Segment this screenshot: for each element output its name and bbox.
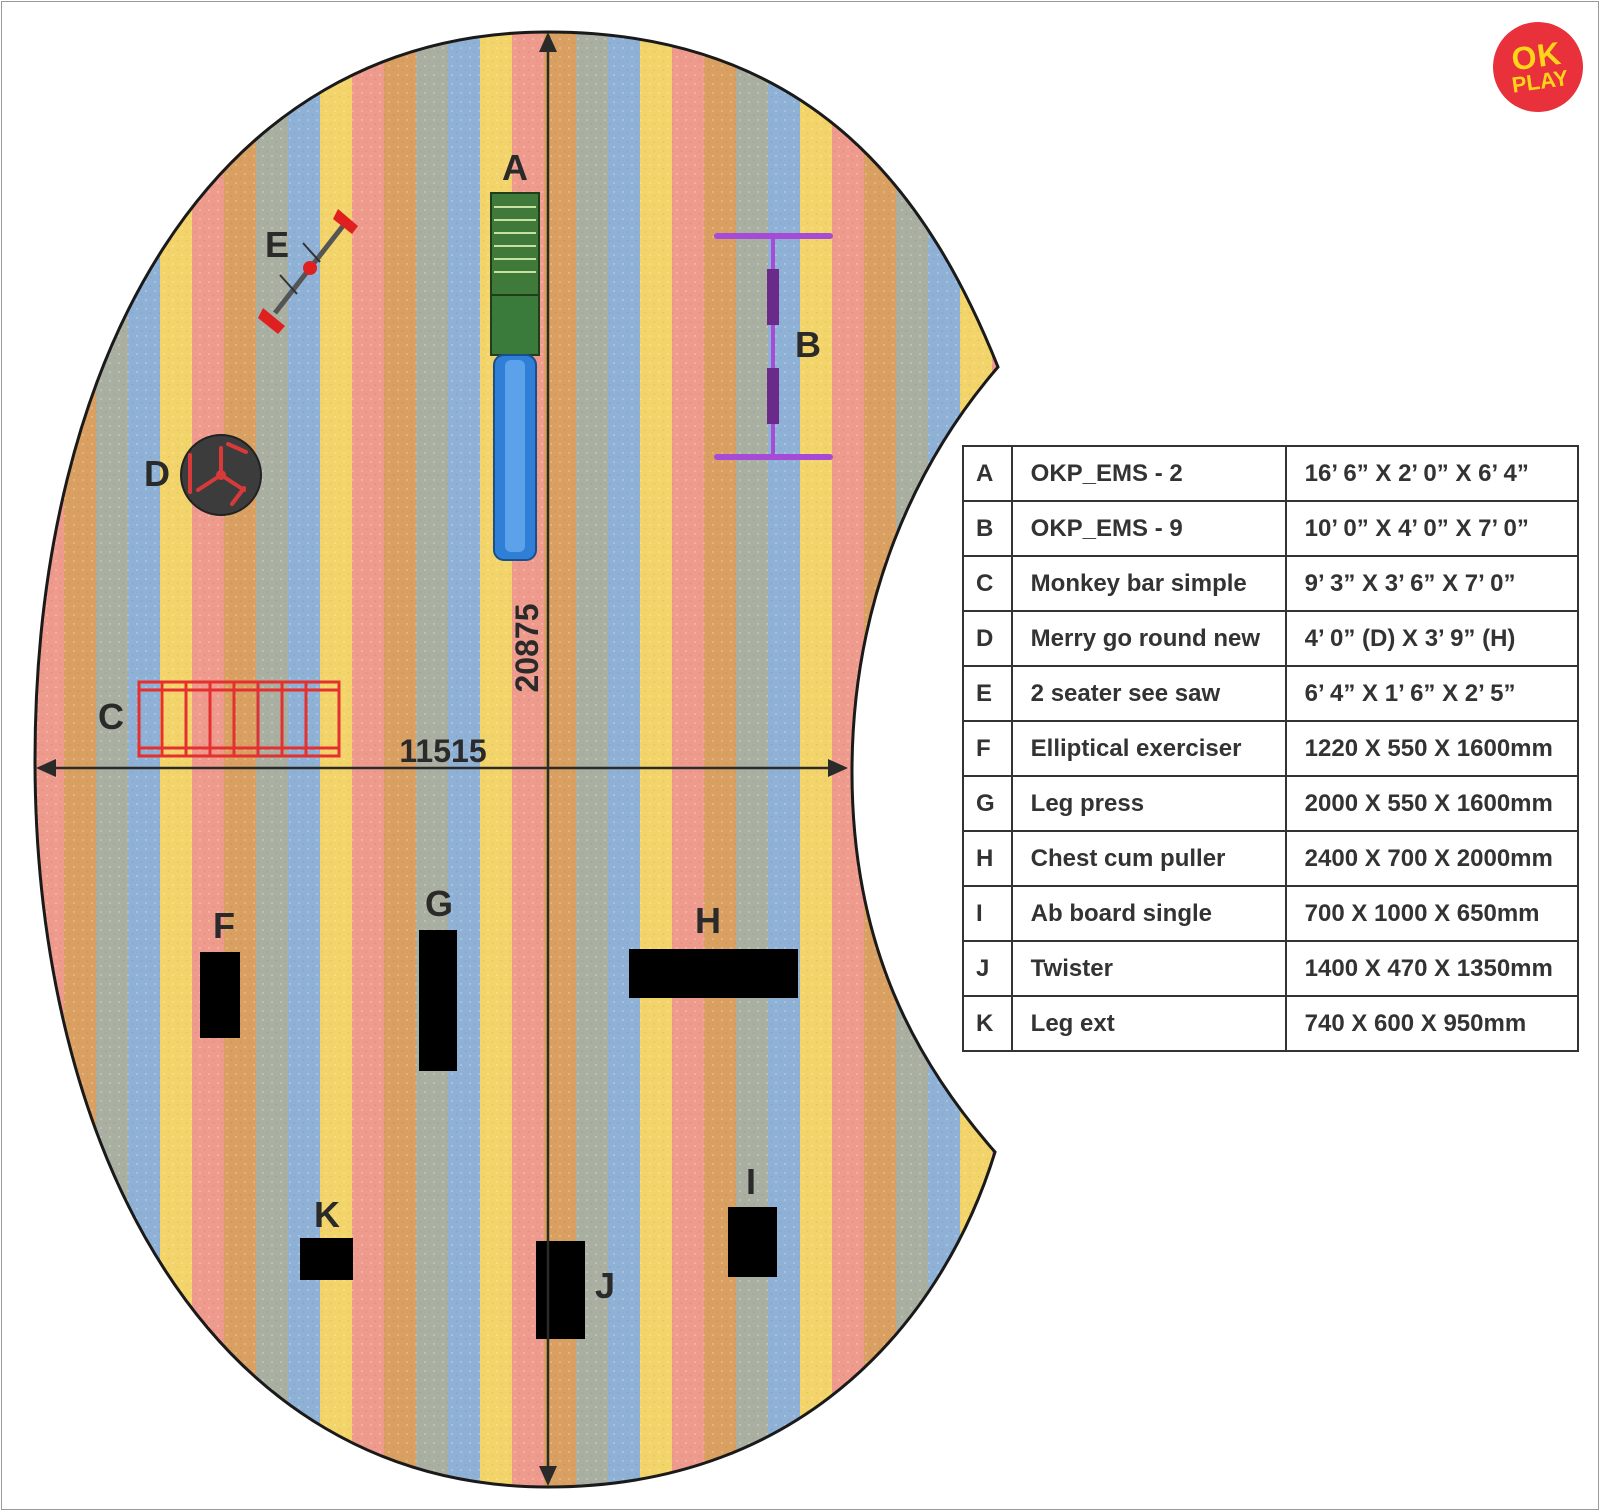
swing-frame-b[interactable] — [714, 233, 833, 460]
legend-code: K — [962, 995, 1013, 1052]
marker-f: F — [213, 905, 235, 946]
see-saw-e[interactable] — [258, 209, 358, 334]
legend-name: Monkey bar simple — [1010, 555, 1287, 612]
footprint-g[interactable] — [419, 930, 457, 1071]
legend-code: E — [962, 665, 1013, 722]
surface-outline — [33, 30, 1000, 1489]
legend-size: 740 X 600 X 950mm — [1284, 995, 1579, 1052]
dimension-lines — [36, 32, 848, 1486]
legend-code: D — [962, 610, 1013, 667]
marker-g: G — [425, 883, 453, 924]
legend-size: 16’ 6” X 2’ 0” X 6’ 4” — [1284, 445, 1579, 502]
legend-name: Twister — [1010, 940, 1287, 997]
monkey-bar-c[interactable] — [137, 680, 341, 758]
legend-name: OKP_EMS - 9 — [1010, 500, 1287, 557]
marker-c: C — [98, 696, 124, 737]
logo-line-2: PLAY — [1510, 65, 1570, 98]
height-dimension: 20875 — [509, 604, 545, 693]
footprint-f[interactable] — [200, 952, 240, 1038]
marker-a: A — [502, 147, 528, 188]
marker-j: J — [595, 1265, 615, 1306]
legend-code: I — [962, 885, 1013, 942]
legend-name: Merry go round new — [1010, 610, 1287, 667]
marker-i: I — [746, 1161, 756, 1202]
legend-name: OKP_EMS - 2 — [1010, 445, 1287, 502]
legend-size: 6’ 4” X 1’ 6” X 2’ 5” — [1284, 665, 1579, 722]
legend-code: B — [962, 500, 1013, 557]
legend-size: 2000 X 550 X 1600mm — [1284, 775, 1579, 832]
legend-size: 700 X 1000 X 650mm — [1284, 885, 1579, 942]
legend-size: 1220 X 550 X 1600mm — [1284, 720, 1579, 777]
legend-name: Leg ext — [1010, 995, 1287, 1052]
marker-e: E — [265, 224, 289, 265]
legend-name: Chest cum puller — [1010, 830, 1287, 887]
legend-name: Leg press — [1010, 775, 1287, 832]
slide-equipment-a[interactable] — [490, 192, 540, 561]
legend-code: F — [962, 720, 1013, 777]
marker-d: D — [144, 453, 170, 494]
legend-name: Ab board single — [1010, 885, 1287, 942]
marker-b: B — [795, 324, 821, 365]
surface-stripe — [0, 0, 33, 1511]
width-dimension: 11515 — [399, 733, 486, 769]
legend-code: H — [962, 830, 1013, 887]
legend-size: 2400 X 700 X 2000mm — [1284, 830, 1579, 887]
legend-size: 9’ 3” X 3’ 6” X 7’ 0” — [1284, 555, 1579, 612]
legend-code: G — [962, 775, 1013, 832]
legend-code: J — [962, 940, 1013, 997]
legend-size: 10’ 0” X 4’ 0” X 7’ 0” — [1284, 500, 1579, 557]
legend-name: 2 seater see saw — [1010, 665, 1287, 722]
legend-size: 4’ 0” (D) X 3’ 9” (H) — [1284, 610, 1579, 667]
legend-name: Elliptical exerciser — [1010, 720, 1287, 777]
merry-go-round-d[interactable] — [180, 434, 262, 516]
marker-h: H — [695, 900, 721, 941]
legend-size: 1400 X 470 X 1350mm — [1284, 940, 1579, 997]
footprint-j[interactable] — [536, 1241, 585, 1339]
footprint-k[interactable] — [300, 1238, 353, 1280]
marker-k: K — [314, 1194, 340, 1235]
legend-code: C — [962, 555, 1013, 612]
legend-code: A — [962, 445, 1013, 502]
footprint-i[interactable] — [728, 1207, 777, 1277]
footprint-h[interactable] — [629, 949, 798, 998]
